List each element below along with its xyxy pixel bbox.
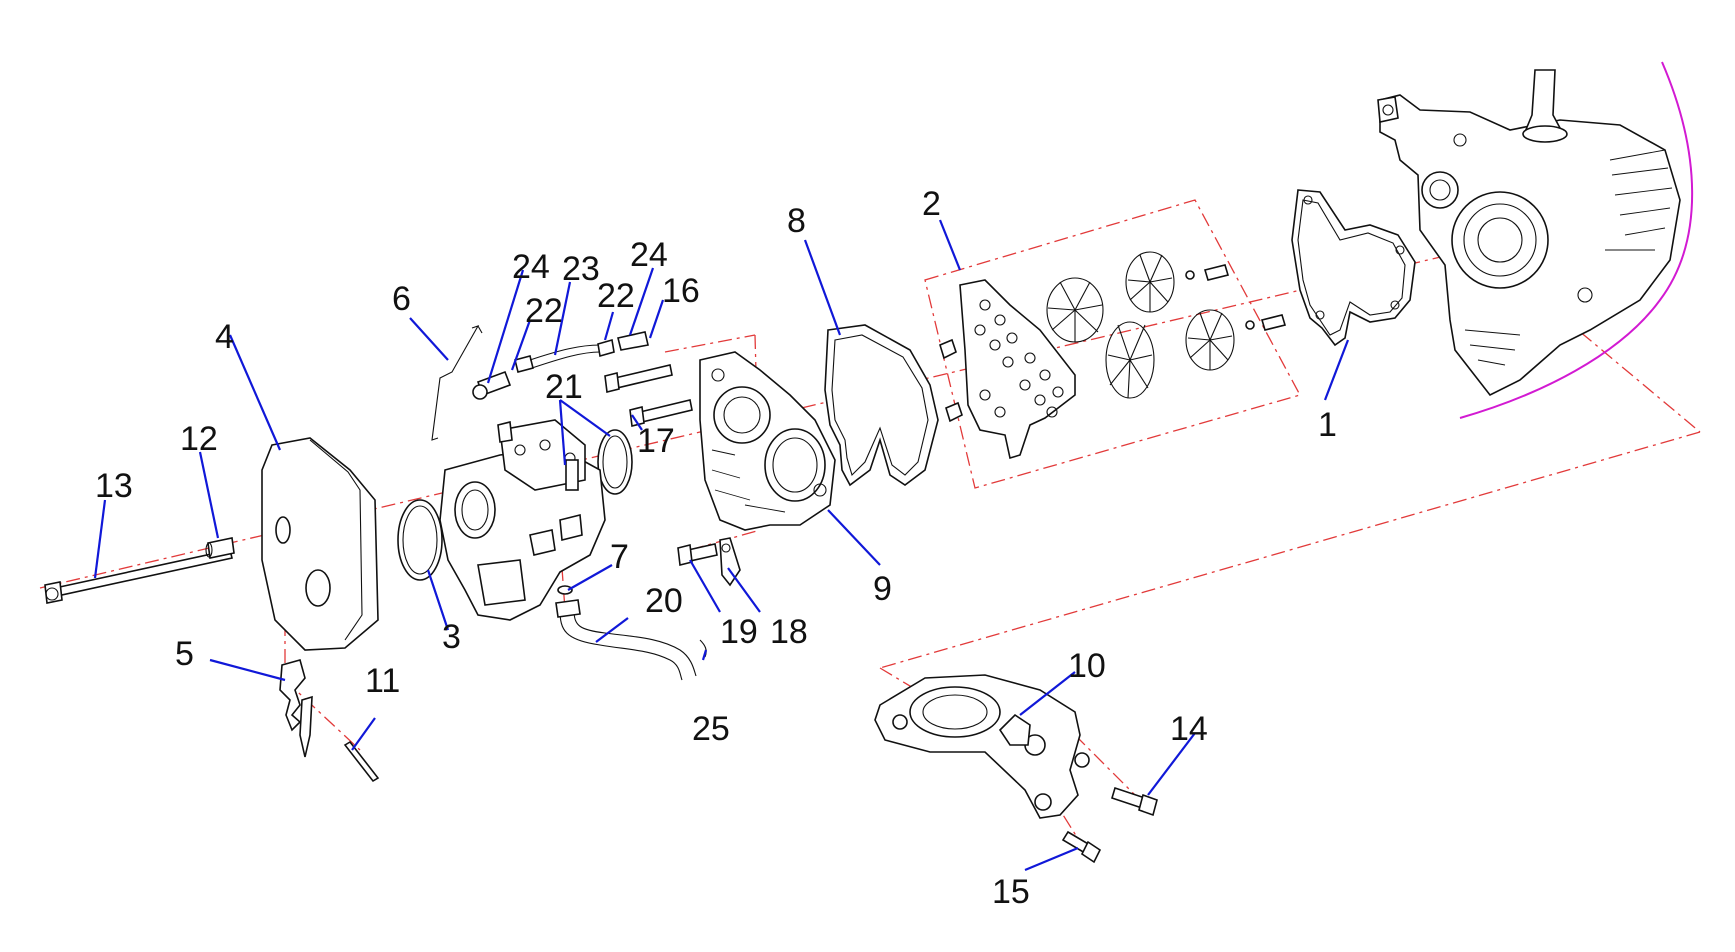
part-2-reed-valve-assembly (939, 251, 1287, 460)
label-part-9: 9 (873, 570, 892, 608)
label-part-17: 17 (637, 422, 675, 460)
label-part-5: 5 (175, 635, 194, 673)
part-12-sleeve (205, 537, 235, 559)
gear-housing (1377, 61, 1694, 419)
label-part-10: 10 (1068, 647, 1106, 685)
housing-cutaway-edge (1459, 61, 1694, 419)
label-part-23: 23 (562, 250, 600, 288)
label-part-22-right: 22 (597, 277, 635, 315)
label-part-20: 20 (645, 582, 683, 620)
part-4-silencer (261, 437, 379, 651)
label-part-2: 2 (922, 185, 941, 223)
label-part-24-right: 24 (630, 236, 668, 274)
reed-petal-set (1046, 251, 1235, 399)
label-part-22-left: 22 (525, 292, 563, 330)
part-13-bolt (44, 549, 233, 604)
part-6-link-rod (431, 325, 483, 441)
part-25-clip (699, 639, 707, 658)
bolts-14-15 (1061, 786, 1158, 864)
label-part-7: 7 (610, 538, 629, 576)
carburetor (439, 419, 606, 621)
part-11-pin (343, 740, 380, 783)
label-part-3: 3 (442, 618, 461, 656)
label-part-8: 8 (787, 202, 806, 240)
part-8-gasket (824, 324, 939, 487)
part-5-bracket (279, 659, 313, 758)
part-number-labels: 1 2 3 4 5 6 7 8 9 10 11 12 13 14 15 16 1… (95, 185, 1337, 911)
part-9-manifold (699, 351, 836, 531)
fuel-line-assembly (472, 331, 649, 400)
label-part-16: 16 (662, 272, 700, 310)
label-part-19: 19 (720, 613, 758, 651)
label-part-13: 13 (95, 467, 133, 505)
label-part-14: 14 (1170, 710, 1208, 748)
part-21-o-ring (597, 429, 633, 495)
label-part-18: 18 (770, 613, 808, 651)
label-part-12: 12 (180, 420, 218, 458)
label-part-1: 1 (1318, 406, 1337, 444)
part-7-clamp (557, 585, 573, 595)
part-1-gasket (1291, 189, 1416, 347)
label-part-24-left: 24 (512, 248, 550, 286)
leader-lines (93, 219, 1350, 872)
part-20-hose (555, 599, 697, 681)
bolt-19-clip-18 (677, 537, 741, 587)
part-3-o-ring (397, 499, 443, 581)
label-part-21: 21 (545, 368, 583, 406)
label-part-11: 11 (365, 662, 400, 700)
label-part-15: 15 (992, 873, 1030, 911)
part-10-adapter (874, 674, 1090, 819)
label-part-25: 25 (692, 710, 730, 748)
bolts-16-17 (604, 364, 693, 427)
label-part-6: 6 (392, 280, 411, 318)
label-part-4: 4 (215, 318, 234, 356)
